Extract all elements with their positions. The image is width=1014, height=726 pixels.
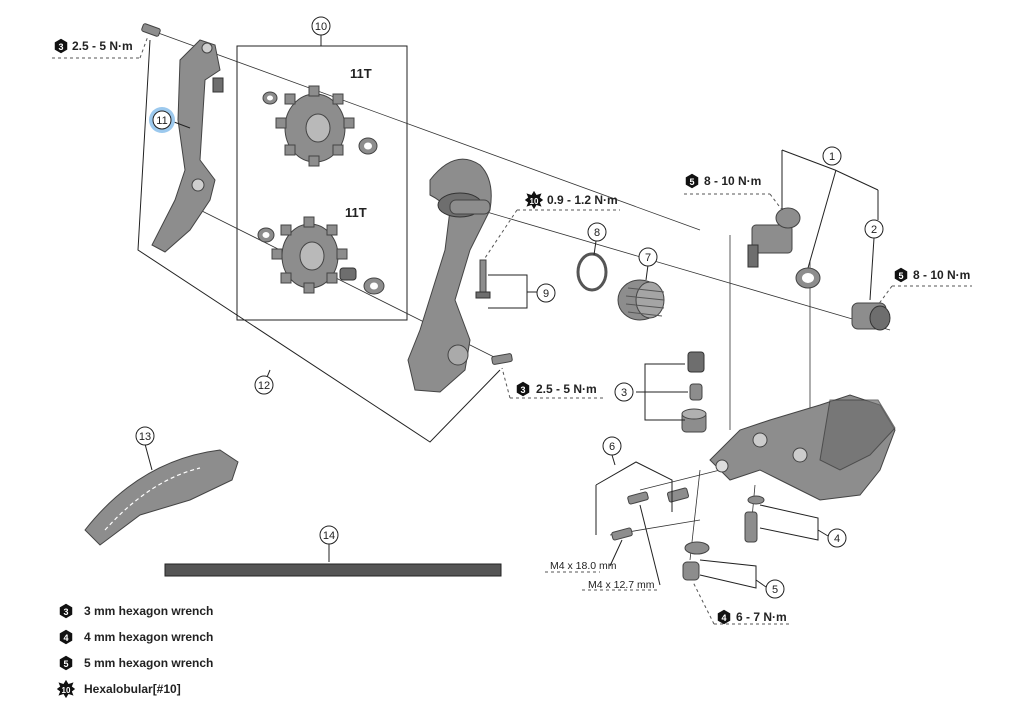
callout-13: 13	[135, 426, 155, 446]
part-13-guide-plate	[84, 449, 239, 546]
outer-cage-plate	[407, 158, 492, 393]
svg-text:3: 3	[621, 387, 627, 399]
part-5-screw	[682, 541, 710, 581]
svg-text:3 mm hexagon wrench: 3 mm hexagon wrench	[84, 604, 213, 618]
part-9-screw	[475, 259, 491, 299]
top-pulley	[262, 85, 378, 167]
part-6-bolts	[611, 487, 690, 541]
svg-text:2.5 - 5 N·m: 2.5 - 5 N·m	[72, 39, 133, 53]
svg-text:4 mm hexagon wrench: 4 mm hexagon wrench	[84, 630, 213, 644]
svg-text:9: 9	[543, 288, 549, 300]
svg-text:10: 10	[315, 21, 327, 33]
callout-11: 11	[149, 107, 175, 133]
svg-text:8 - 10 N·m: 8 - 10 N·m	[704, 174, 761, 188]
part-14-cable	[164, 563, 502, 577]
torque-hexalobular: 10 0.9 - 1.2 N·m	[524, 190, 618, 210]
svg-text:8: 8	[594, 227, 600, 239]
tool-legend: 3 3 mm hexagon wrench 4 4 mm hexagon wre…	[56, 603, 213, 699]
torque-leaders	[52, 35, 972, 625]
torque-b-bolt: 5 8 - 10 N·m	[685, 173, 761, 189]
part-4-screw	[744, 495, 765, 543]
svg-text:4: 4	[834, 533, 840, 545]
bolt-size-long: M4 x 18.0 mm	[550, 560, 617, 572]
legend-item-hexalobular: 10 Hexalobular[#10]	[56, 679, 181, 699]
svg-text:1: 1	[829, 151, 835, 163]
svg-text:5: 5	[689, 177, 694, 187]
callout-4: 4	[827, 528, 847, 548]
svg-text:0.9 - 1.2 N·m: 0.9 - 1.2 N·m	[547, 193, 618, 207]
callout-10: 10	[311, 16, 331, 36]
torque-axle: 5 8 - 10 N·m	[894, 267, 970, 283]
callout-12: 12	[254, 375, 274, 395]
derailleur-main-body	[709, 394, 896, 501]
part-8-clip	[576, 252, 608, 292]
part-10-pulley-box	[236, 45, 408, 321]
callout-5: 5	[765, 579, 785, 599]
leader-lines	[137, 34, 879, 589]
svg-text:4: 4	[63, 633, 68, 643]
part-2-axle	[851, 302, 891, 331]
svg-text:3: 3	[520, 385, 525, 395]
torque-mid: 3 2.5 - 5 N·m	[516, 381, 597, 397]
washer-ring	[795, 267, 821, 289]
callout-6: 6	[602, 436, 622, 456]
svg-text:8 - 10 N·m: 8 - 10 N·m	[913, 268, 970, 282]
svg-text:10: 10	[530, 197, 539, 206]
legend-item-3mm: 3 3 mm hexagon wrench	[59, 603, 213, 619]
top-pulley-teeth-label: 11T	[350, 66, 372, 81]
legend-item-4mm: 4 4 mm hexagon wrench	[59, 629, 213, 645]
callout-8: 8	[587, 222, 607, 242]
part-1-b-bolt	[747, 207, 801, 268]
svg-text:7: 7	[645, 252, 651, 264]
svg-text:3: 3	[58, 42, 63, 52]
bolt-size-short: M4 x 12.7 mm	[588, 579, 655, 591]
assembly-axes	[149, 29, 891, 561]
svg-text:Hexalobular[#10]: Hexalobular[#10]	[84, 682, 181, 696]
bottom-pulley-teeth-label: 11T	[345, 205, 367, 220]
part-11-inner-plate	[151, 39, 224, 253]
torque-top-left: 3 2.5 - 5 N·m	[54, 38, 133, 54]
part-3-adjusters	[681, 351, 707, 433]
part-7-spring	[617, 279, 665, 321]
callout-3: 3	[614, 382, 634, 402]
cage-screw-top	[141, 23, 161, 37]
svg-text:2.5 - 5 N·m: 2.5 - 5 N·m	[536, 382, 597, 396]
svg-text:6 - 7 N·m: 6 - 7 N·m	[736, 610, 787, 624]
svg-text:5: 5	[772, 584, 778, 596]
torque-bottom: 4 6 - 7 N·m	[717, 609, 787, 625]
svg-text:11: 11	[156, 115, 167, 127]
callout-14: 14	[319, 525, 339, 545]
svg-text:3: 3	[63, 607, 68, 617]
callout-9: 9	[536, 283, 556, 303]
legend-item-5mm: 5 5 mm hexagon wrench	[59, 655, 213, 671]
svg-text:2: 2	[871, 224, 877, 236]
svg-text:14: 14	[323, 530, 335, 542]
bottom-pulley	[257, 216, 385, 295]
callout-1: 1	[822, 146, 842, 166]
svg-text:4: 4	[721, 613, 726, 623]
svg-text:5: 5	[898, 271, 903, 281]
svg-text:10: 10	[62, 686, 71, 695]
svg-text:5 mm hexagon wrench: 5 mm hexagon wrench	[84, 656, 213, 670]
cage-screw-mid	[491, 353, 513, 365]
svg-text:13: 13	[139, 431, 151, 443]
svg-text:6: 6	[609, 441, 615, 453]
callout-2: 2	[864, 219, 884, 239]
svg-text:12: 12	[258, 380, 270, 392]
callout-7: 7	[638, 247, 658, 267]
svg-text:5: 5	[63, 659, 68, 669]
